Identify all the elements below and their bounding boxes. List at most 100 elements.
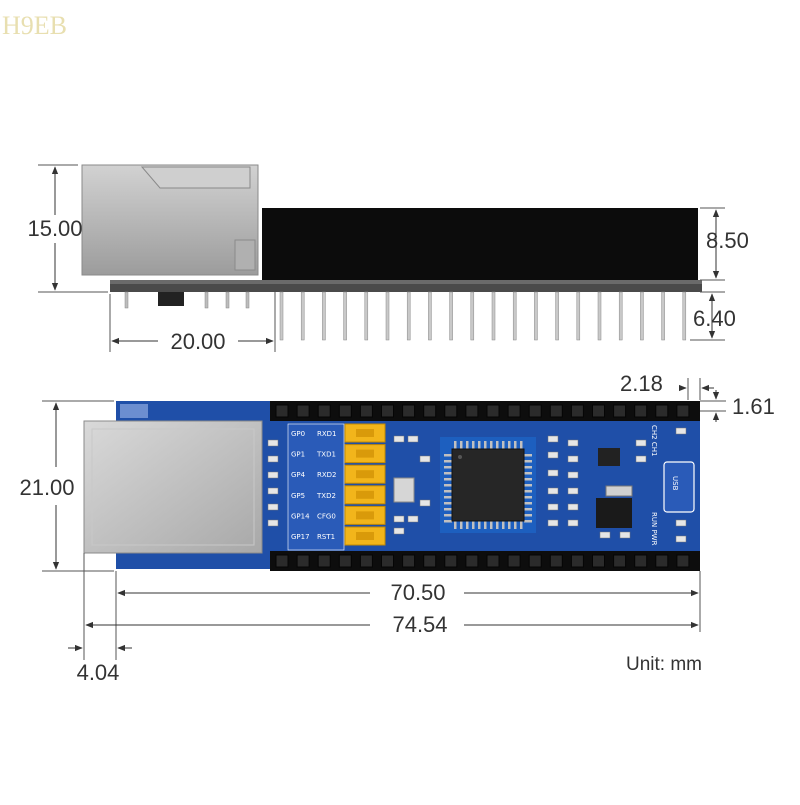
chip-lead (484, 521, 487, 529)
smd-part (547, 469, 559, 477)
chip-lead (444, 478, 452, 481)
smd-part (419, 499, 431, 507)
header-pin (470, 291, 475, 341)
smd-part (547, 451, 559, 459)
signal-label: TXD1 (316, 451, 336, 459)
jack-pin (245, 291, 250, 309)
dim-header-height: 8.50 (706, 228, 749, 253)
unit-label: Unit: mm (626, 654, 702, 675)
chip-lead (524, 514, 532, 517)
pin-hole (486, 404, 500, 418)
chip-lead (524, 508, 532, 511)
pin-hole (507, 404, 521, 418)
chip-lead (472, 441, 475, 449)
pin-hole (676, 554, 690, 568)
jumper-cap-ridge (356, 511, 374, 520)
rj45-latch-side (140, 166, 251, 189)
header-pin (618, 291, 623, 341)
chip-lead (466, 521, 469, 529)
pin-hole (338, 554, 352, 568)
pin-hole (359, 404, 373, 418)
header-pin (406, 291, 411, 341)
header-pin (300, 291, 305, 341)
jack-pin (204, 291, 209, 309)
jumper-cap-ridge (356, 470, 374, 479)
chip-lead (466, 441, 469, 449)
smd-components (267, 427, 687, 543)
pin-hole (655, 554, 669, 568)
smd-part (267, 455, 279, 463)
smd-part (393, 435, 405, 443)
gpio-label: GP5 (291, 492, 305, 500)
header-pin (279, 291, 284, 341)
chip-lead (460, 521, 463, 529)
pin-hole (444, 404, 458, 418)
usb-connector-outline (663, 461, 695, 513)
chip-lead (520, 521, 523, 529)
chip-lead (524, 454, 532, 457)
chip-leads (444, 441, 532, 529)
pin-hole (613, 554, 627, 568)
pin-hole (402, 404, 416, 418)
main-controller-chip (451, 448, 525, 522)
chip-lead (444, 520, 452, 523)
pin-hole (465, 404, 479, 418)
jack-pin (225, 291, 230, 309)
top-dimensions: 21.00 2.18 1.61 70.50 74.54 4.04 Unit: m… (19, 371, 774, 685)
chip-lead (444, 472, 452, 475)
side-view (81, 164, 702, 341)
chip-lead (454, 441, 457, 449)
header-pin (682, 291, 687, 341)
header-pin (343, 291, 347, 341)
chip-lead (502, 441, 505, 449)
signal-label: TXD2 (316, 492, 336, 500)
smd-part (393, 527, 405, 535)
watermark-text: H9EB (2, 11, 67, 40)
pin-hole (676, 404, 690, 418)
header-pin (512, 291, 517, 341)
pin-hole (423, 404, 437, 418)
pin-hole (549, 554, 563, 568)
header-pin (491, 291, 496, 341)
header-pin (364, 291, 369, 341)
jack-pins (124, 291, 250, 309)
pin-header-side (262, 208, 698, 280)
header-pin (555, 291, 559, 341)
smd-part (635, 439, 647, 447)
jumper-cap-ridge (356, 532, 374, 540)
pin-hole (613, 404, 627, 418)
pin-hole (507, 554, 521, 568)
header-pin (597, 291, 602, 341)
smd-part (567, 455, 579, 463)
jack-pin (124, 291, 129, 309)
smd-part (599, 531, 611, 539)
smd-part (567, 471, 579, 479)
crystal-oscillator (393, 477, 415, 503)
led-labels: CH2 CH1 (650, 425, 658, 456)
signal-label: RST1 (317, 533, 335, 541)
smd-part (567, 519, 579, 527)
pin-hole (634, 404, 648, 418)
jumper-cap-ridge (356, 449, 374, 458)
signal-label: CFG0 (317, 512, 336, 520)
chip-lead (478, 521, 481, 529)
dim-edge-offset: 1.61 (732, 394, 775, 419)
chip-lead (524, 484, 532, 487)
pin-hole (423, 554, 437, 568)
pin-hole (486, 554, 500, 568)
pin-hole (275, 554, 289, 568)
dim-jack-overhang: 4.04 (77, 660, 120, 685)
smd-part (675, 535, 687, 543)
pin-hole (528, 404, 542, 418)
dim-total-length: 74.54 (392, 612, 447, 637)
pin-hole (381, 554, 394, 568)
small-ic (598, 448, 620, 466)
smd-part (675, 519, 687, 527)
header-pins-side (279, 291, 687, 341)
voltage-regulator (596, 498, 632, 528)
chip-lead (444, 514, 452, 517)
header-pin (661, 291, 665, 341)
header-pin (640, 291, 644, 341)
